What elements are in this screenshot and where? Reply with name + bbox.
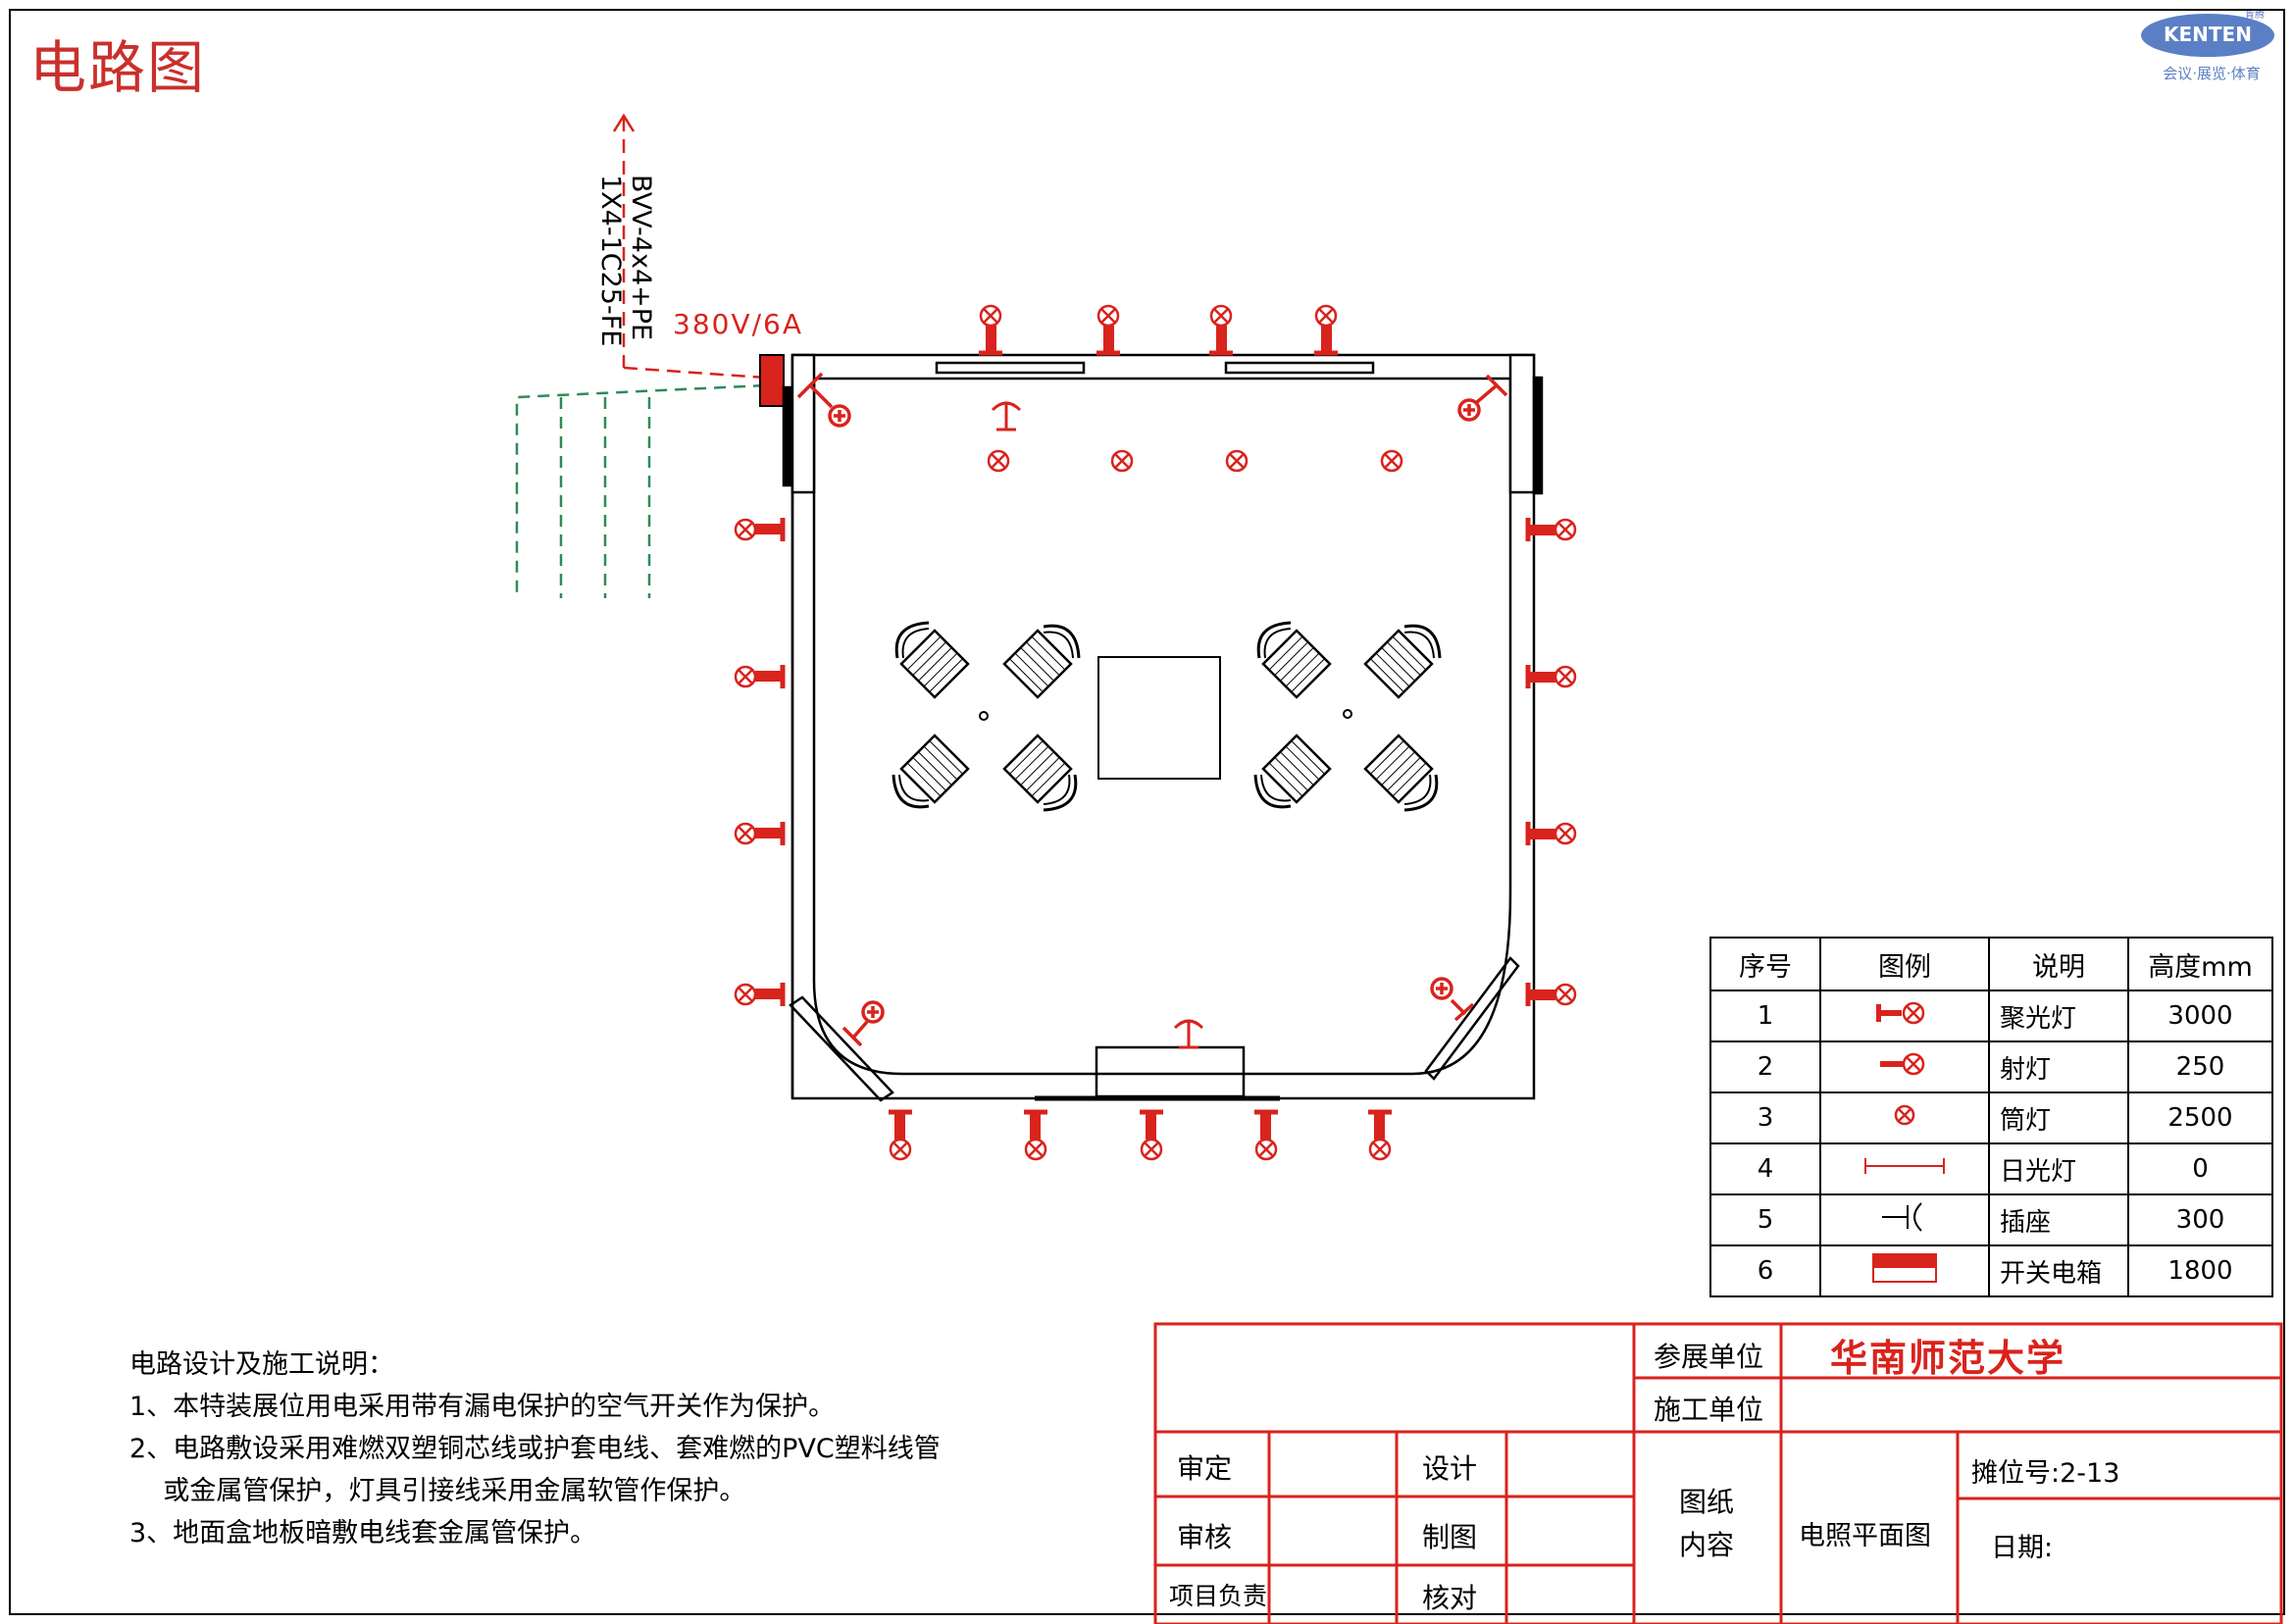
dashed-conduit <box>515 383 766 598</box>
drawing-label-2: 内容 <box>1679 1529 1735 1561</box>
legend-row: 3 筒灯 2500 <box>1709 1091 2273 1144</box>
legend-header-height: 高度mm <box>2127 937 2273 991</box>
table <box>1097 656 1221 780</box>
legend-row: 6 开关电箱 1800 <box>1709 1244 2273 1297</box>
shot-lights <box>796 372 1508 1047</box>
notes-item: 2、电路敷设采用难燃双塑铜芯线或护套电线、套难燃的PVC塑料线管 <box>129 1434 941 1464</box>
booth-number: 摊位号:2-13 <box>1971 1458 2120 1489</box>
date-label: 日期: <box>1991 1533 2054 1563</box>
legend-desc: 筒灯 <box>1988 1091 2129 1144</box>
company-logo: KENTEN 肯腾 会议·展览·体育 <box>2141 8 2274 82</box>
review-label: 审核 <box>1177 1521 1233 1553</box>
legend-row: 5 插座 300 <box>1709 1193 2273 1246</box>
legend-desc: 聚光灯 <box>1988 990 2129 1042</box>
legend-height: 250 <box>2127 1040 2273 1093</box>
legend-desc: 日光灯 <box>1988 1142 2129 1195</box>
switch-box-icon <box>759 354 785 407</box>
socket-icon <box>1819 1193 1990 1246</box>
legend-table: 序号 图例 说明 高度mm 1 聚光灯 3000 2 射灯 250 3 筒灯 2… <box>1709 937 2273 1297</box>
booth-walls <box>782 353 1544 1102</box>
spotlight-icon <box>1819 990 1990 1042</box>
logo-top: 肯腾 <box>2245 8 2265 21</box>
legend-no: 4 <box>1709 1142 1821 1195</box>
downlight-icon <box>1819 1091 1990 1144</box>
construction-notes: 电路设计及施工说明： 1、本特装展位用电采用带有漏电保护的空气开关作为保护。 2、电… <box>129 1344 941 1554</box>
project-lead-label: 项目负责 <box>1169 1582 1268 1610</box>
cable-line <box>612 113 766 380</box>
legend-header-no: 序号 <box>1709 937 1821 991</box>
notes-item: 或金属管保护，灯具引接线采用金属软管作保护。 <box>129 1476 746 1506</box>
legend-height: 1800 <box>2127 1244 2273 1297</box>
legend-no: 6 <box>1709 1244 1821 1297</box>
legend-desc: 插座 <box>1988 1193 2129 1246</box>
switch-box-icon <box>1819 1244 1990 1297</box>
power-rating: 380V/6A <box>673 308 803 340</box>
legend-no: 5 <box>1709 1193 1821 1246</box>
legend-row: 1 聚光灯 3000 <box>1709 990 2273 1042</box>
legend-height: 2500 <box>2127 1091 2273 1144</box>
legend-height: 0 <box>2127 1142 2273 1195</box>
notes-item: 3、地面盒地板暗敷电线套金属管保护。 <box>129 1518 597 1548</box>
drawing-label-1: 图纸 <box>1679 1486 1735 1518</box>
notes-item: 1、本特装展位用电采用带有漏电保护的空气开关作为保护。 <box>129 1392 836 1422</box>
approve-label: 审定 <box>1177 1452 1233 1485</box>
design-label: 设计 <box>1422 1452 1478 1485</box>
legend-height: 300 <box>2127 1193 2273 1246</box>
fluorescent-light-icon <box>1819 1142 1990 1195</box>
drawing-content: 电照平面图 <box>1799 1521 1931 1551</box>
legend-row: 2 射灯 250 <box>1709 1040 2273 1093</box>
logo-sub: 会议·展览·体育 <box>2163 65 2261 82</box>
check-label: 核对 <box>1422 1582 1478 1614</box>
legend-height: 3000 <box>2127 990 2273 1042</box>
legend-row: 4 日光灯 0 <box>1709 1142 2273 1195</box>
legend-header-desc: 说明 <box>1988 937 2129 991</box>
legend-no: 2 <box>1709 1040 1821 1093</box>
legend-desc: 射灯 <box>1988 1040 2129 1093</box>
cable-spec-2: 1X4-1C25-FE <box>595 175 626 346</box>
draw-label: 制图 <box>1422 1521 1478 1553</box>
exhibitor-label: 参展单位 <box>1654 1341 1764 1373</box>
contractor-label: 施工单位 <box>1654 1394 1764 1426</box>
page-title: 电路图 <box>29 34 207 101</box>
shot-light-icon <box>1819 1040 1990 1093</box>
legend-no: 1 <box>1709 990 1821 1042</box>
legend-no: 3 <box>1709 1091 1821 1144</box>
logo-brand: KENTEN <box>2164 23 2252 46</box>
notes-heading: 电路设计及施工说明： <box>129 1349 394 1380</box>
legend-header-icon: 图例 <box>1819 937 1990 991</box>
legend-desc: 开关电箱 <box>1988 1244 2129 1297</box>
exhibitor-value: 华南师范大学 <box>1830 1337 2066 1380</box>
cable-spec-1: BVV-4x4+PE <box>626 175 656 340</box>
